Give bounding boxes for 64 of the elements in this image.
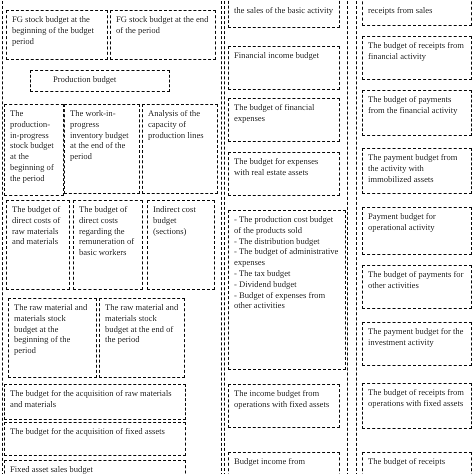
- budget-box: [228, 210, 346, 370]
- box-text: Payment budget for operational activity: [368, 211, 437, 233]
- box-text: Production budget: [53, 74, 118, 85]
- box-text: The payment budget from the activity with immobilized assets: [368, 152, 458, 184]
- box-text: receipts from sales: [368, 5, 434, 16]
- box-text: The budget for the acquisition of raw materials and materials: [10, 388, 173, 410]
- box-text: The budget of receipts from financial activity: [368, 40, 465, 62]
- budget-box: [362, 36, 472, 80]
- budget-box: [362, 207, 472, 255]
- box-text: FG stock budget at the beginning of the budget period: [12, 14, 95, 46]
- box-text: The budget of payments from the financial activity: [368, 94, 458, 116]
- box-text: Analysis of the capacity of production lines: [148, 108, 205, 140]
- box-text: FG stock budget at the end of the period: [116, 14, 210, 36]
- box-text: The budget of direct costs of raw materials and materials: [12, 204, 62, 248]
- box-text: The raw material and materials stock budget at the beginning of the period: [14, 302, 88, 356]
- budget-box: [362, 265, 472, 309]
- box-text: The budget of financial expenses: [234, 102, 316, 124]
- budget-box: [4, 104, 64, 196]
- budget-box: [362, 383, 472, 429]
- budget-box: [228, 46, 340, 90]
- box-text: Fixed asset sales budget: [10, 464, 94, 474]
- box-text: The budget of direct costs regarding the remuneration of basic workers: [79, 204, 136, 258]
- budget-box: [64, 104, 140, 194]
- box-text: The production-in-progress stock budget at the beginning of the period: [10, 108, 55, 184]
- box-text: The payment budget for the investment activity: [368, 326, 464, 348]
- box-text: Indirect cost budget (sections): [153, 204, 197, 236]
- budget-box: [228, 384, 340, 428]
- budget-box: [4, 384, 186, 420]
- budget-box: [6, 200, 70, 290]
- box-text: - Dividend budget: [234, 278, 298, 290]
- budget-box: [6, 10, 108, 60]
- budget-box: [4, 422, 186, 456]
- budget-box: [228, 0, 340, 28]
- box-text: The work-in-progress inventory budget at the end of the period: [70, 108, 130, 162]
- budget-box: [99, 298, 185, 378]
- budget-box: [147, 200, 215, 290]
- box-text: - The distribution budget: [234, 236, 321, 246]
- box-text: - The production cost budget of the products sold: [234, 214, 334, 236]
- budget-box: [362, 0, 472, 26]
- box-text: The raw material and materials stock budget at the end of the period: [105, 302, 179, 346]
- box-text: The income budget from operations with fixed assets: [234, 388, 330, 410]
- budget-box: [228, 452, 340, 474]
- budget-box: [362, 90, 472, 136]
- budget-box: [228, 152, 340, 196]
- box-text: the sales of the basic activity: [234, 5, 334, 16]
- box-text: Financial income budget: [234, 50, 320, 61]
- box-text: The budget for expenses with real estate assets: [234, 156, 320, 178]
- box-text: The budget for the acquisition of fixed assets: [10, 426, 166, 437]
- budget-box: [362, 322, 472, 366]
- box-text: The budget of receipts from operations with fixed assets: [368, 387, 465, 409]
- box-text: - The tax budget: [234, 268, 292, 279]
- budget-box: [8, 298, 97, 378]
- budget-box: [142, 104, 218, 194]
- budget-box: [228, 98, 340, 142]
- box-text: - The budget of administrative expenses: [234, 246, 340, 268]
- budget-box: [30, 70, 170, 92]
- box-text: The budget of payments for other activities: [368, 269, 464, 291]
- budget-box: [362, 452, 472, 474]
- budget-box: [110, 10, 216, 60]
- box-text: The budget of receipts: [368, 456, 446, 467]
- budget-box: [73, 200, 143, 290]
- budget-box: [362, 148, 472, 194]
- box-text: Budget income from: [234, 456, 306, 467]
- box-text: - Budget of expenses from other activities: [234, 290, 326, 312]
